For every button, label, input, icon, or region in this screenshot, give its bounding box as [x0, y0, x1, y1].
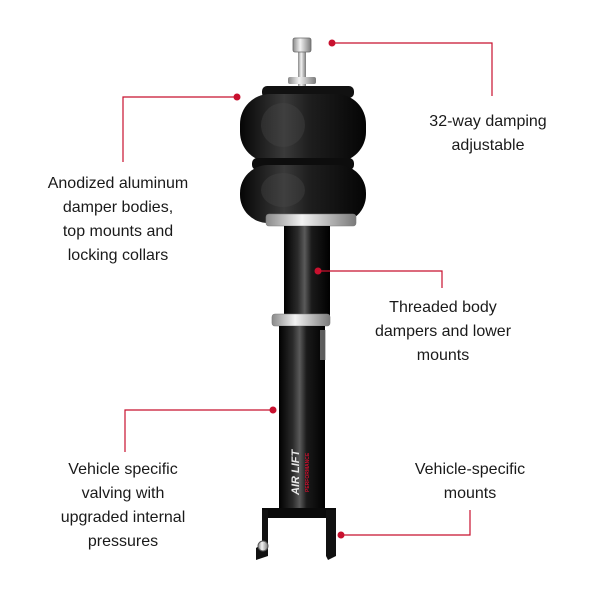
callout-line: dampers and lower [374, 323, 512, 340]
threaded-body [284, 226, 330, 318]
leader-line-threaded [318, 270, 443, 288]
bracket-base [262, 508, 336, 518]
callout-line: valving with [81, 485, 165, 502]
callout-line: Anodized aluminum [47, 175, 189, 192]
bellow-highlight [261, 173, 305, 207]
leader-line-valving [124, 409, 273, 452]
bracket-bolt [257, 540, 269, 552]
callout-line: Vehicle-specific [414, 461, 526, 478]
callout-line: 32-way damping [429, 113, 547, 130]
callout-line: upgraded internal [60, 509, 186, 526]
top-nut [292, 37, 312, 53]
lower-bellow [240, 165, 366, 223]
callout-leaders [122, 39, 493, 539]
locking-collar [271, 313, 331, 327]
callout-anodized: Anodized aluminum damper bodies, top mou… [18, 172, 218, 268]
callout-line: adjustable [451, 137, 525, 154]
leader-dot-valving [269, 406, 277, 414]
damper-body [279, 326, 325, 510]
top-washer [288, 77, 316, 84]
bracket-left-ear [256, 510, 268, 560]
leader-line-anodized [122, 96, 237, 162]
air-strut: AIR LIFT PERFORMANCE [240, 37, 366, 560]
callout-line: Threaded body [389, 299, 497, 316]
callout-line: mounts [443, 485, 497, 502]
logo: AIR LIFT [290, 449, 302, 496]
leader-line-mounts [341, 510, 471, 536]
logo-subtext: PERFORMANCE [305, 452, 311, 492]
bracket-right-ear [326, 510, 336, 560]
leader-line-damping [332, 42, 493, 96]
callout-damping: 32-way damping adjustable [420, 110, 556, 158]
callout-line: mounts [416, 347, 470, 364]
callout-mounts: Vehicle-specific mounts [398, 458, 542, 506]
top-stud [298, 45, 306, 91]
bellow-highlight [261, 103, 305, 147]
leader-dot-mounts [337, 531, 345, 539]
callout-threaded: Threaded body dampers and lower mounts [363, 296, 523, 368]
callout-valving: Vehicle specific valving with upgraded i… [48, 458, 198, 554]
leader-dot-threaded [314, 267, 322, 275]
callout-line: top mounts and [62, 223, 174, 240]
damper-reflection [320, 330, 326, 360]
upper-bellow [240, 94, 366, 162]
callout-line: damper bodies, [62, 199, 174, 216]
bellow-collar [265, 213, 357, 227]
leader-dot-anodized [233, 93, 241, 101]
callout-line: pressures [87, 533, 159, 550]
callout-line: Vehicle specific [68, 461, 178, 478]
leader-dot-damping [328, 39, 336, 47]
callout-line: locking collars [67, 247, 169, 264]
